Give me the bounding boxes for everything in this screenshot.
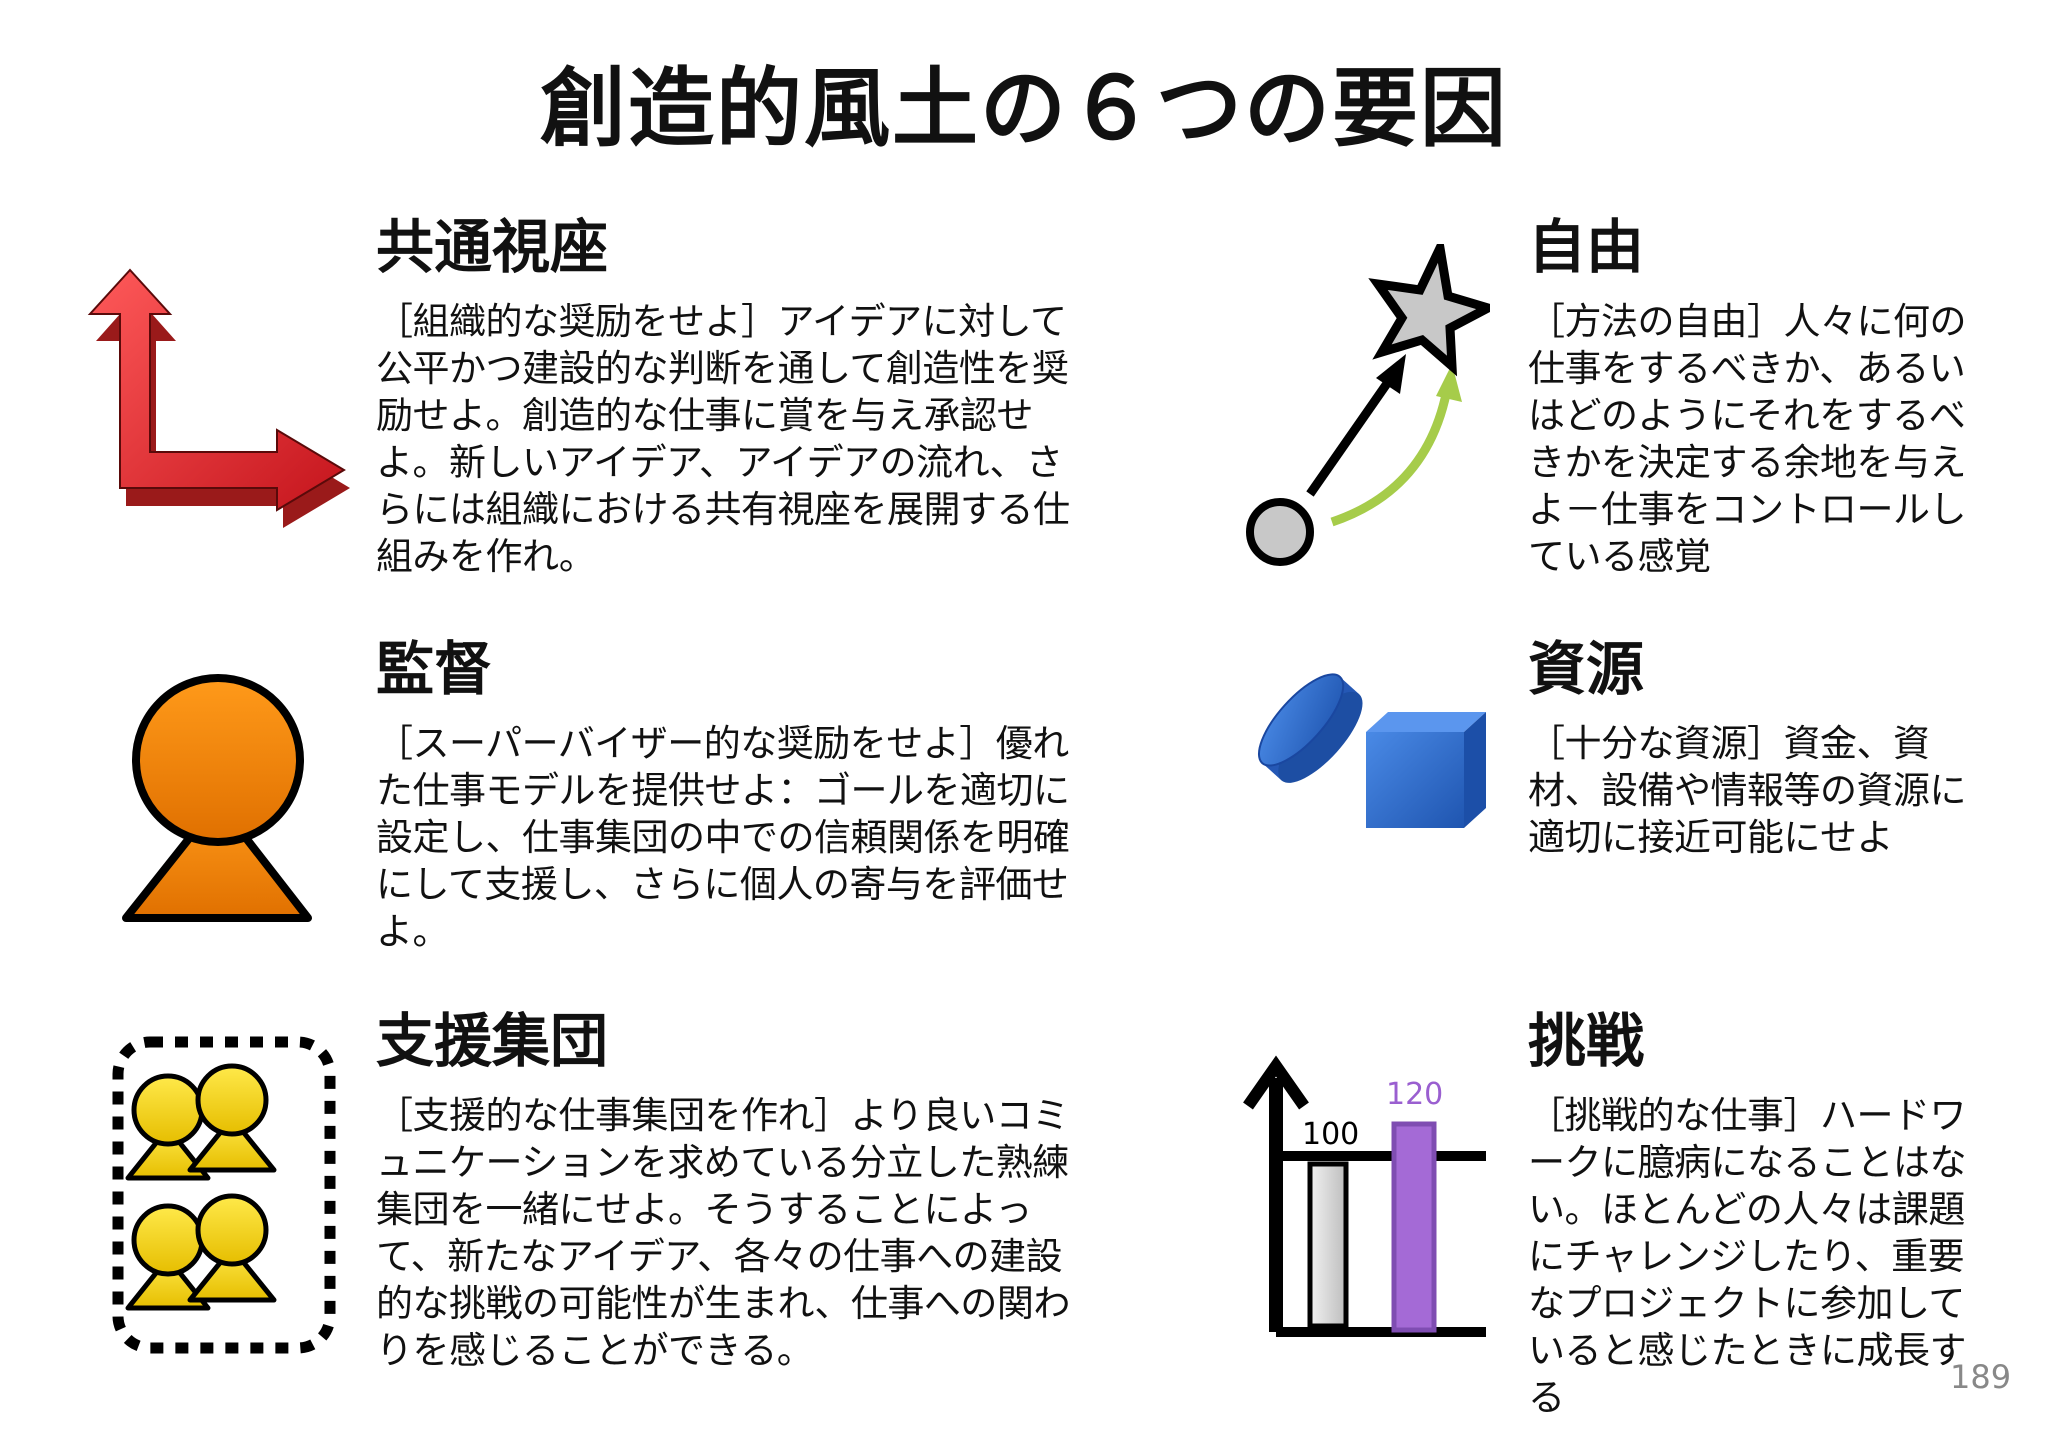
section-title-supervision: 監督	[376, 635, 493, 703]
bar-growth-icon: 100 120	[1243, 1055, 1486, 1337]
person-icon	[122, 674, 312, 922]
star-target-icon	[1246, 244, 1490, 566]
section-text-support-group: ［支援的な仕事集団を作れ］より良いコミュニケーションを求めている分立した熟練集団…	[376, 1094, 1070, 1372]
red-l-arrows-icon	[87, 268, 350, 528]
section-text-shared-view: ［組織的な奨励をせよ］アイデアに対して公平かつ建設的な判断を通して創造性を奨励せ…	[376, 300, 1070, 578]
section-title-shared-view: 共通視座	[376, 213, 609, 281]
section-title-support-group: 支援集団	[376, 1007, 609, 1075]
disk-and-cube-icon	[1257, 673, 1486, 828]
section-title-challenge: 挑戦	[1528, 1007, 1645, 1075]
page-title: 創造的風土の６つの要因	[540, 58, 1508, 159]
bar-label-100: 100	[1302, 1117, 1359, 1152]
page-number: 189	[1950, 1358, 2012, 1396]
section-text-challenge: ［挑戦的な仕事］ハードワークに臆病になることはない。ほとんどの人々は課題にチャレ…	[1528, 1094, 1967, 1419]
section-title-freedom: 自由	[1528, 213, 1645, 281]
section-text-freedom: ［方法の自由］人々に何の仕事をするべきか、あるいはどのようにそれをするべきかを決…	[1528, 300, 1967, 578]
bar-label-120: 120	[1386, 1077, 1443, 1112]
group-icon	[112, 1036, 336, 1354]
section-text-supervision: ［スーパーバイザー的な奨励をせよ］優れた仕事モデルを提供せよ：ゴールを適切に設定…	[376, 722, 1070, 953]
section-text-resources: ［十分な資源］資金、資材、設備や情報等の資源に適切に接近可能にせよ	[1528, 722, 1967, 859]
section-title-resources: 資源	[1528, 635, 1645, 703]
